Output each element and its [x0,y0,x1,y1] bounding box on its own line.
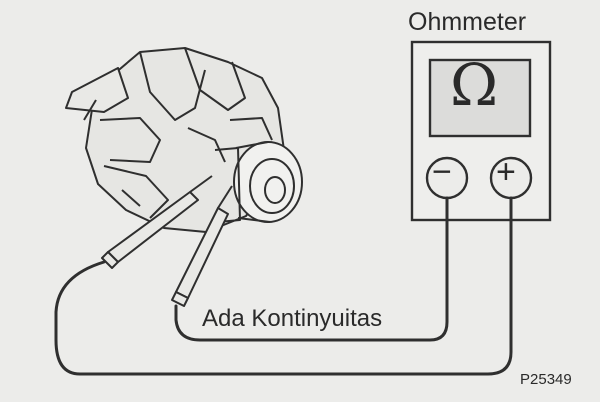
ohmmeter [410,40,552,222]
positive-symbol: + [496,153,516,191]
alternator-rotor-icon [65,47,303,233]
figure-id: P25349 [520,371,572,388]
ohm-symbol: Ω [450,51,499,119]
ohmmeter-label: Ohmmeter [408,8,527,36]
test-leads [54,196,513,376]
negative-symbol: − [432,153,452,191]
probe-icon [101,175,233,307]
meter-display [428,58,532,138]
continuity-caption: Ada Kontinyuitas [202,305,383,332]
